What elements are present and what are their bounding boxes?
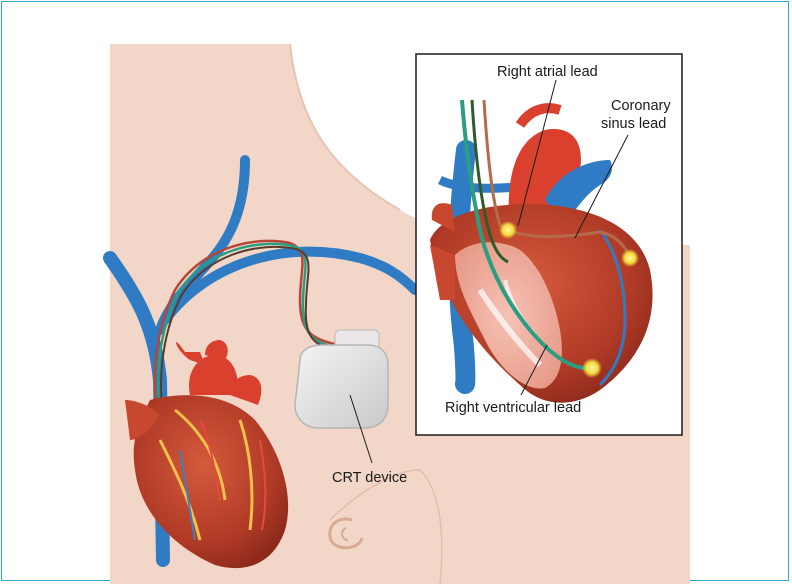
coronary-sinus-label-line2: sinus lead <box>601 116 666 132</box>
atrial-electrode-icon <box>499 221 517 239</box>
coronary-sinus-label-line1: Coronary <box>611 98 671 114</box>
crt-device-label: CRT device <box>332 470 407 486</box>
coronary-electrode-icon <box>621 249 639 267</box>
ventricular-electrode-icon <box>582 358 602 378</box>
inset-panel: Right atrial lead Coronary sinus lead Ri… <box>416 54 682 435</box>
right-ventricular-lead-label: Right ventricular lead <box>445 400 581 416</box>
right-atrial-lead-label: Right atrial lead <box>497 64 598 80</box>
